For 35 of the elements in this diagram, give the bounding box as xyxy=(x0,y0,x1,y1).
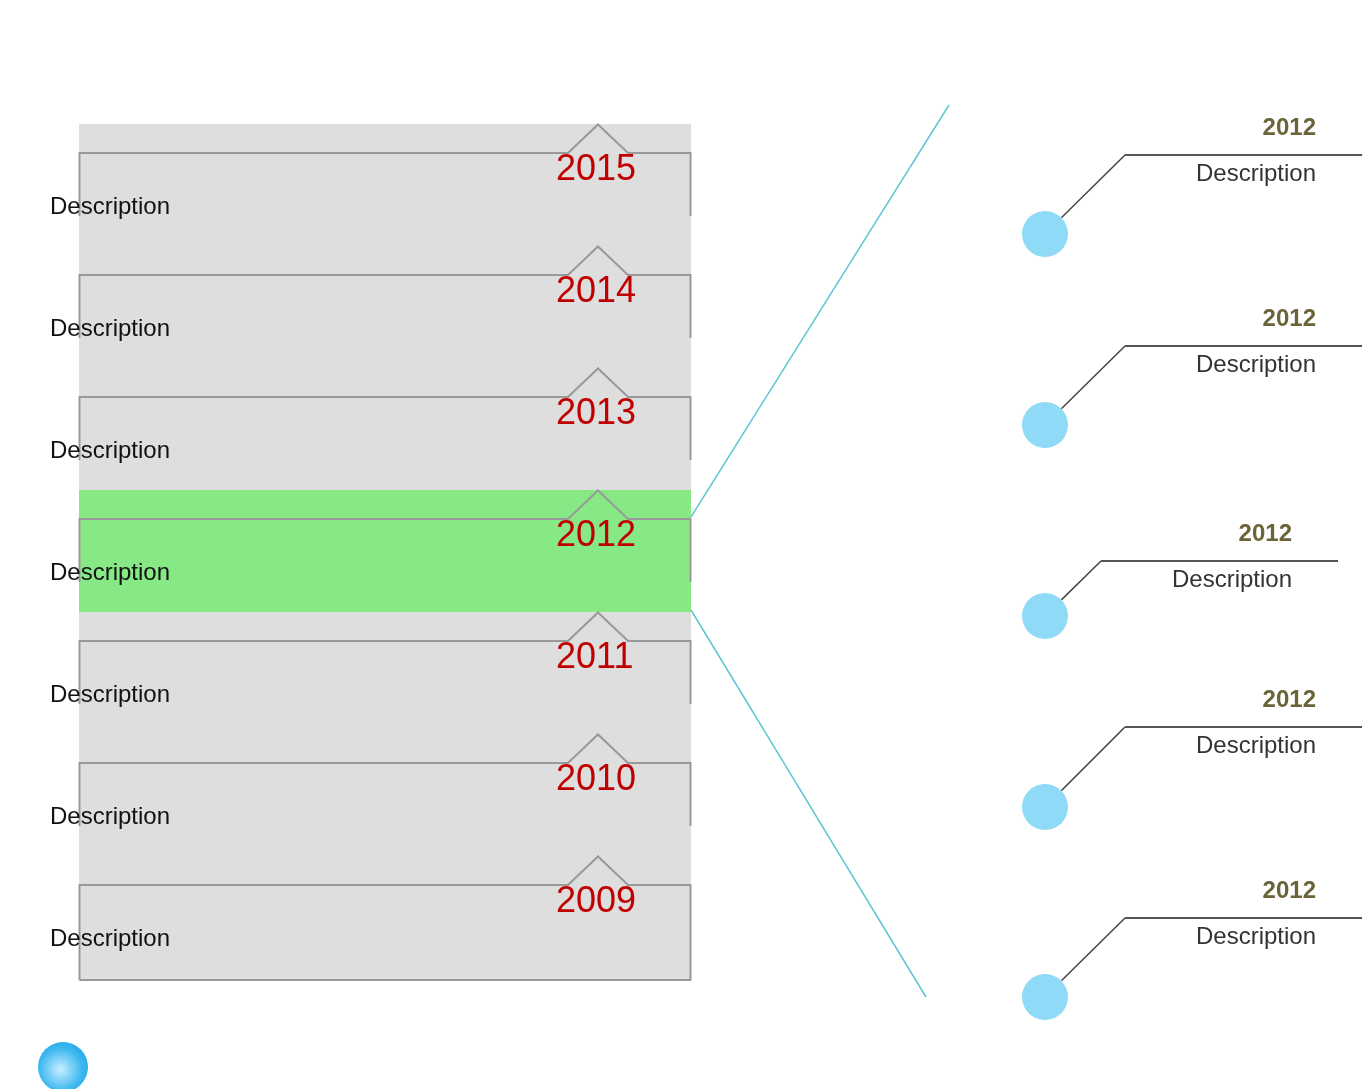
description-text: Description xyxy=(1194,921,1317,951)
timeline-dot xyxy=(1022,402,1068,448)
year-label: 2012 xyxy=(1261,684,1317,714)
timeline-dot xyxy=(1022,211,1068,257)
description-text: Description xyxy=(50,802,171,830)
leader-line xyxy=(1060,917,1126,982)
description-text: Description xyxy=(50,680,171,708)
year-label: 2015 xyxy=(556,150,637,186)
timeline-dot xyxy=(1022,784,1068,830)
year-label: 2011 xyxy=(556,638,634,674)
year-label: 2012 xyxy=(1261,875,1317,905)
description-text: Description xyxy=(1194,730,1317,760)
zoom-line xyxy=(690,609,927,998)
description-text: Description xyxy=(50,192,171,220)
leader-line xyxy=(1060,560,1102,601)
description-text: Description xyxy=(1194,349,1317,379)
year-label: 2013 xyxy=(556,394,637,430)
leader-line xyxy=(1060,345,1126,410)
year-label: 2009 xyxy=(556,882,637,918)
year-label: 2012 xyxy=(556,516,637,552)
year-label: 2012 xyxy=(1261,303,1317,333)
leader-line xyxy=(1060,726,1126,792)
leader-line xyxy=(1060,154,1126,219)
description-text: Description xyxy=(1170,564,1293,594)
year-label: 2010 xyxy=(556,760,637,796)
description-text: Description xyxy=(50,436,171,464)
description-text: Description xyxy=(50,924,171,952)
zoom-line xyxy=(690,104,950,518)
year-label: 2012 xyxy=(1237,518,1293,548)
year-label: 2012 xyxy=(1261,112,1317,142)
year-label: 2014 xyxy=(556,272,637,308)
timeline-dot xyxy=(1022,593,1068,639)
description-text: Description xyxy=(1194,158,1317,188)
description-text: Description xyxy=(50,314,171,342)
timeline-dot xyxy=(1022,974,1068,1020)
